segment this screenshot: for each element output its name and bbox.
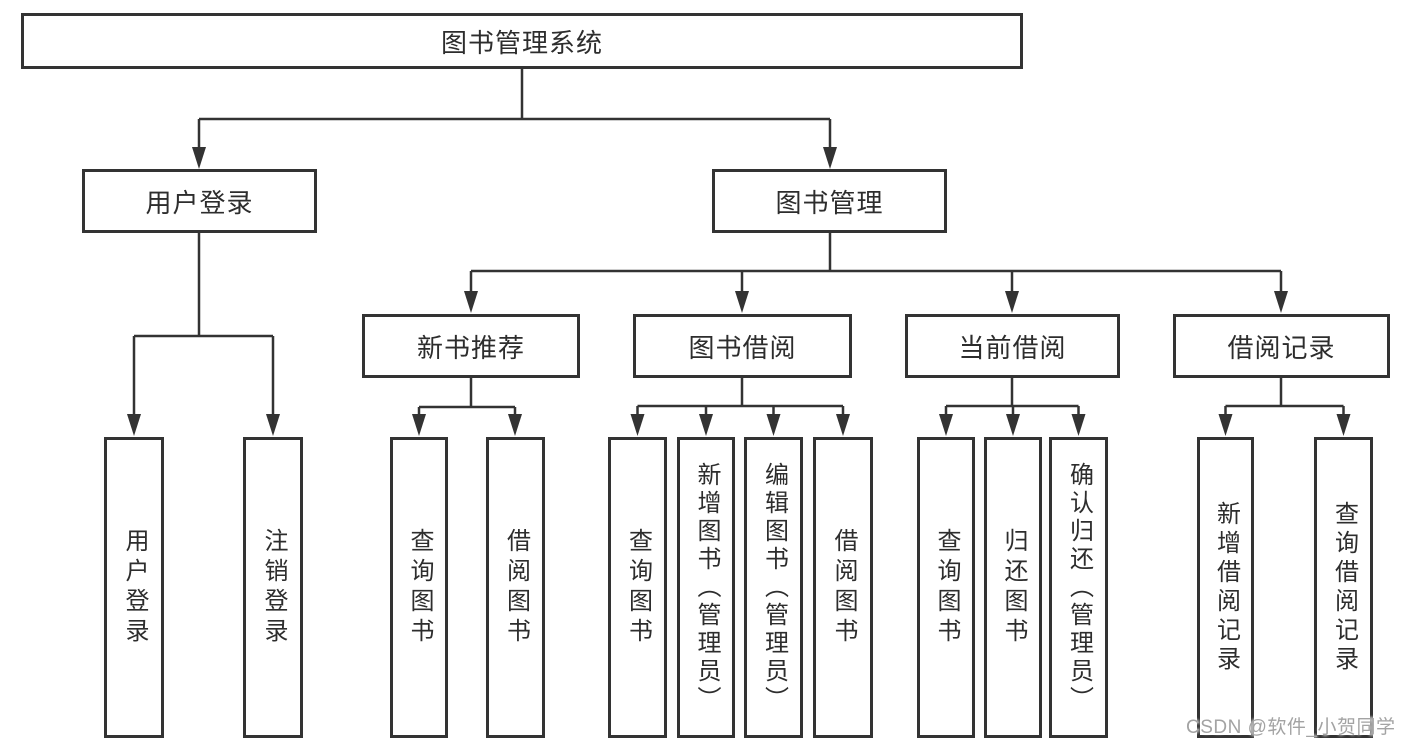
arrowhead xyxy=(836,414,850,436)
node-root: 图书管理系统 xyxy=(21,13,1023,69)
arrowhead xyxy=(1274,291,1288,313)
connector-borrow-records-to-leaves xyxy=(1218,378,1351,436)
arrowhead xyxy=(735,291,749,313)
connector-current-borrow-to-leaves xyxy=(939,378,1086,436)
leaf-label: 查询图书 xyxy=(406,527,433,648)
node-leaf-return-books: 归还图书 xyxy=(984,437,1042,738)
leaf-label: 查询图书 xyxy=(933,527,960,648)
leaf-label: 借阅图书 xyxy=(830,527,857,648)
node-leaf-query-books-3: 查询图书 xyxy=(917,437,975,738)
leaf-label: 用户登录 xyxy=(121,527,148,648)
node-leaf-borrow-books-2: 借阅图书 xyxy=(813,437,873,738)
arrowhead xyxy=(412,414,426,436)
arrowhead xyxy=(699,414,713,436)
leaf-label: 新增图书（管理员） xyxy=(693,461,720,714)
arrowhead xyxy=(766,414,781,436)
node-leaf-logout: 注销登录 xyxy=(243,437,303,738)
leaf-label: 编辑图书（管理员） xyxy=(760,461,788,714)
node-leaf-add-borrow-record: 新增借阅记录 xyxy=(1197,437,1254,738)
arrowhead xyxy=(630,414,645,436)
watermark: CSDN @软件_小贺同学 xyxy=(1186,717,1396,738)
leaf-label: 查询借阅记录 xyxy=(1330,500,1358,675)
connector-book-mgmt-to-level3 xyxy=(464,233,1288,313)
arrowhead xyxy=(192,147,206,169)
connector-new-book-rec-to-leaves xyxy=(412,378,522,436)
connector-user-login-to-leaves xyxy=(127,233,280,436)
arrowhead xyxy=(127,414,141,436)
node-book-borrowing: 图书借阅 xyxy=(633,314,852,378)
node-leaf-user-login: 用户登录 xyxy=(104,437,164,738)
arrowhead xyxy=(464,291,478,313)
node-new-book-recommend: 新书推荐 xyxy=(362,314,580,378)
leaf-label: 确认归还（管理员） xyxy=(1065,461,1093,714)
arrowhead xyxy=(823,147,837,169)
node-leaf-query-borrow-record: 查询借阅记录 xyxy=(1314,437,1373,738)
node-leaf-edit-books-admin: 编辑图书（管理员） xyxy=(744,437,803,738)
arrowhead xyxy=(1006,414,1020,436)
leaf-label: 注销登录 xyxy=(260,527,287,648)
arrowhead xyxy=(1005,291,1019,313)
arrowhead xyxy=(939,414,953,436)
leaf-label: 归还图书 xyxy=(1000,527,1027,648)
connector-root-to-level2 xyxy=(192,69,837,169)
leaf-label: 查询图书 xyxy=(624,527,652,648)
node-book-management: 图书管理 xyxy=(712,169,947,233)
node-leaf-borrow-books-1: 借阅图书 xyxy=(486,437,545,738)
node-leaf-query-books-1: 查询图书 xyxy=(390,437,448,738)
node-borrowing-records: 借阅记录 xyxy=(1173,314,1390,378)
arrowhead xyxy=(1071,414,1086,436)
node-leaf-confirm-return-admin: 确认归还（管理员） xyxy=(1049,437,1108,738)
connector-book-borrow-to-leaves xyxy=(630,378,850,436)
node-leaf-query-books-2: 查询图书 xyxy=(608,437,667,738)
leaf-label: 借阅图书 xyxy=(502,527,530,648)
arrowhead xyxy=(508,414,522,436)
arrowhead xyxy=(1218,414,1233,436)
leaf-label: 新增借阅记录 xyxy=(1212,500,1240,675)
node-current-borrowing: 当前借阅 xyxy=(905,314,1120,378)
node-leaf-add-books-admin: 新增图书（管理员） xyxy=(677,437,735,738)
arrowhead xyxy=(266,414,280,436)
node-user-login: 用户登录 xyxy=(82,169,317,233)
arrowhead xyxy=(1336,414,1351,436)
